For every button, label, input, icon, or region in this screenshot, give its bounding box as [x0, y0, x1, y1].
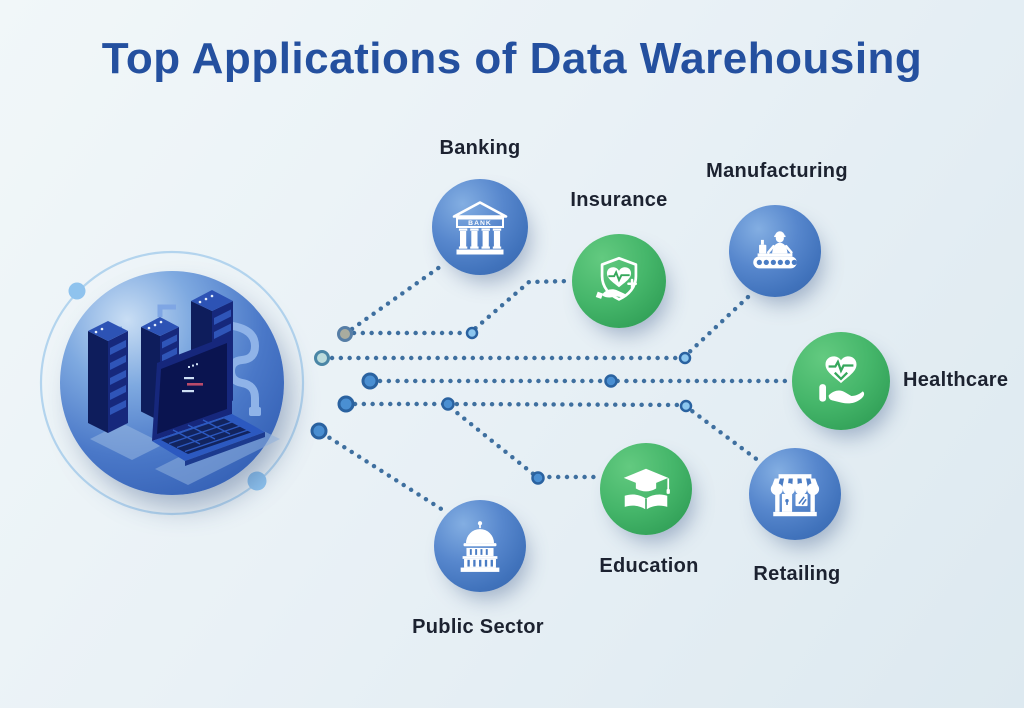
retailing-circle [749, 448, 841, 540]
hub-node [337, 395, 355, 413]
connector-insurance [351, 278, 574, 336]
education-label: Education [599, 555, 699, 577]
bank-sign-text: BANK [468, 220, 492, 227]
orbit-dot [247, 471, 267, 491]
hub-node [337, 326, 353, 342]
line-node [679, 399, 693, 413]
connector-education [352, 401, 602, 480]
line-node [441, 397, 455, 411]
insurance-label: Insurance [570, 189, 668, 211]
education-circle [600, 443, 692, 535]
healthcare-label: Healthcare [903, 369, 1009, 391]
manufacturing-label: Manufacturing [706, 160, 848, 182]
graduation-cap-book-icon [623, 468, 670, 510]
connector-public-sector [319, 430, 449, 515]
hub-node [314, 350, 330, 366]
public-sector-circle [434, 500, 526, 592]
retailing-label: Retailing [753, 563, 841, 585]
orbit-dot [68, 282, 86, 300]
worker-conveyor-belt-icon [753, 231, 797, 269]
banking-label: Banking [439, 137, 521, 159]
server-laptop-illustration [88, 290, 280, 485]
public-sector-label: Public Sector [412, 616, 544, 638]
connector-retailing [445, 401, 762, 464]
banking-circle: BANK [432, 179, 528, 275]
line-node [465, 326, 479, 340]
insurance-shield-heart-icon [595, 256, 638, 301]
line-node [678, 351, 692, 365]
connector-manufacturing [329, 294, 751, 361]
bank-building-icon: BANK [452, 201, 508, 255]
line-node [531, 471, 545, 485]
hand-holding-heart-icon [819, 356, 865, 404]
hub-node [310, 422, 328, 440]
manufacturing-circle [729, 205, 821, 297]
hub-node [361, 372, 379, 390]
page-title: Top Applications of Data Warehousing [101, 34, 923, 83]
capitol-building-icon [460, 521, 500, 572]
storefront-icon [770, 474, 820, 517]
healthcare-circle [792, 332, 890, 430]
connector-banking [349, 261, 447, 332]
line-node [604, 374, 618, 388]
hub-orbit-ring [39, 250, 305, 516]
data-warehouse-hub [60, 271, 284, 495]
insurance-circle [572, 234, 666, 328]
